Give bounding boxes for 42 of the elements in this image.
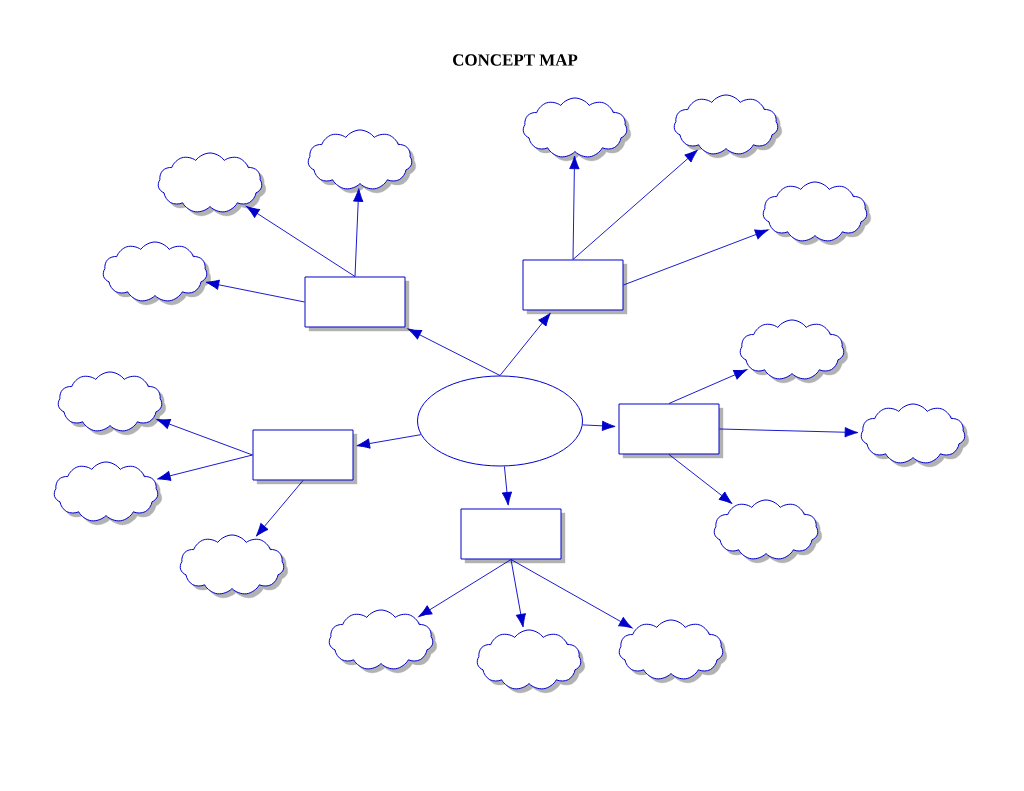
cloud: [328, 609, 437, 674]
arrow: [246, 206, 356, 277]
title: CONCEPT MAP: [453, 54, 578, 66]
arrow: [255, 480, 304, 537]
arrow: [156, 419, 253, 456]
arrow: [719, 427, 859, 438]
arrow: [569, 155, 580, 260]
cloud: [713, 499, 822, 564]
cloud: [157, 152, 266, 217]
cloud: [102, 241, 211, 306]
cloud: [476, 629, 585, 694]
arrow: [157, 454, 253, 481]
arrow: [668, 454, 733, 504]
arrow: [501, 466, 513, 506]
arrow: [356, 434, 422, 449]
arrow: [353, 188, 364, 277]
cloud: [307, 129, 416, 194]
arrow: [510, 559, 526, 628]
box: [252, 429, 358, 485]
box: [460, 508, 566, 564]
arrow: [510, 559, 633, 629]
cloud: [739, 319, 848, 384]
arrow: [418, 559, 512, 617]
ellipse: [417, 375, 583, 467]
arrow: [668, 369, 748, 404]
box: [304, 276, 410, 332]
cloud: [522, 97, 631, 162]
arrow: [205, 279, 305, 303]
arrow: [623, 229, 769, 286]
cloud: [762, 181, 871, 246]
arrow: [582, 420, 616, 431]
arrow: [407, 328, 501, 376]
cloud: [53, 461, 162, 526]
arrow: [499, 312, 551, 376]
cloud: [57, 371, 166, 436]
box: [522, 259, 628, 315]
cloud: [618, 619, 727, 684]
box: [618, 403, 724, 459]
arrow: [572, 149, 698, 260]
cloud: [673, 94, 782, 159]
cloud: [179, 534, 288, 599]
cloud: [860, 403, 969, 468]
